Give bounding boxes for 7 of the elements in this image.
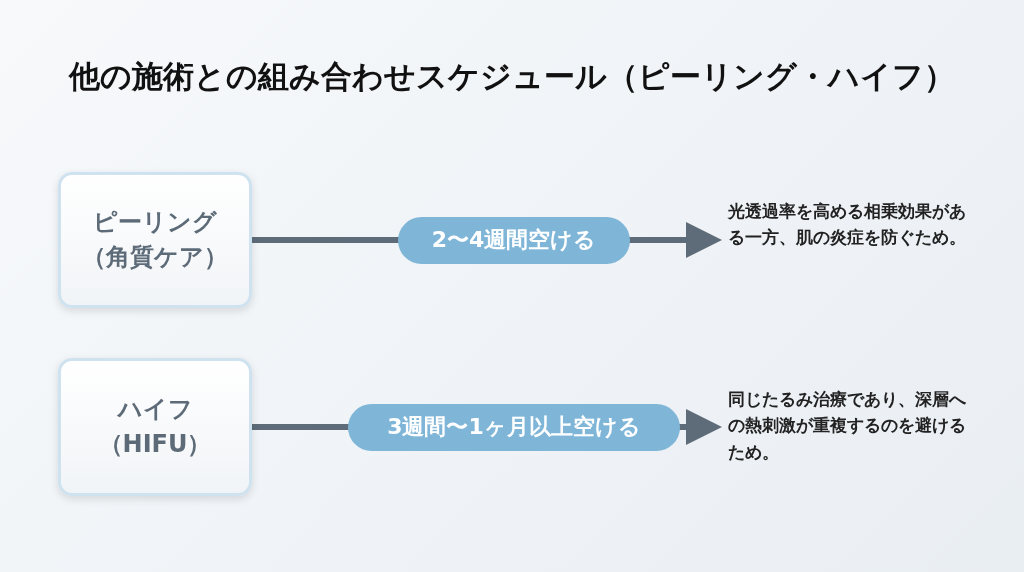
reason-text: 光透過率を高める相乗効果がある一方、肌の炎症を防ぐため。 bbox=[728, 198, 978, 251]
category-box: ハイフ（HIFU） bbox=[58, 358, 252, 496]
interval-label: 3週間〜1ヶ月以上空ける bbox=[348, 403, 680, 451]
category-box: ピーリング（角質ケア） bbox=[58, 172, 252, 308]
interval-label: 2〜4週間空ける bbox=[398, 216, 630, 264]
title: 他の施術との組み合わせスケジュール（ピーリング・ハイフ） bbox=[67, 57, 956, 96]
reason-text: 同じたるみ治療であり、深層への熱刺激が重複するのを避けるため。 bbox=[728, 386, 978, 466]
